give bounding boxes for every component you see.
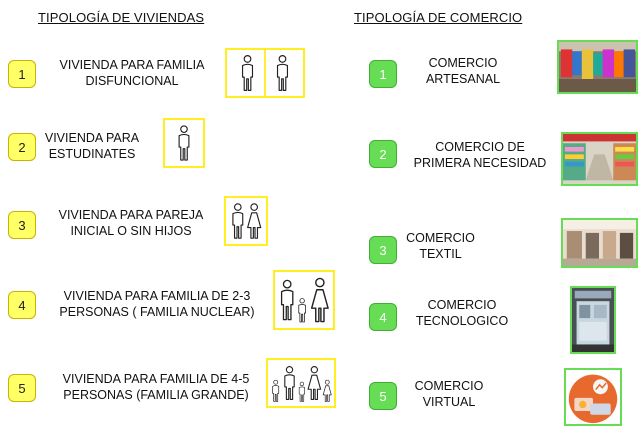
commerce-label-3: COMERCIO TEXTIL bbox=[403, 230, 478, 262]
large-family-icon-box bbox=[266, 358, 336, 408]
housing-label-2-line2: ESTUDINATES bbox=[48, 147, 136, 161]
housing-label-4: VIVIENDA PARA FAMILIA DE 2-3 PERSONAS ( … bbox=[46, 288, 268, 320]
student-icon-box bbox=[163, 118, 205, 168]
housing-label-1: VIVIENDA PARA FAMILIA DISFUNCIONAL bbox=[42, 57, 222, 89]
commerce-label-1: COMERCIO ARTESANAL bbox=[403, 55, 523, 87]
housing-number-3: 3 bbox=[8, 211, 36, 239]
commerce-label-5: COMERCIO VIRTUAL bbox=[414, 378, 484, 410]
housing-number-4: 4 bbox=[8, 291, 36, 319]
couple-icon-box bbox=[224, 196, 268, 246]
housing-number-1: 1 bbox=[8, 60, 36, 88]
commerce-label-4-line2: TECNOLOGICO bbox=[415, 314, 509, 328]
housing-label-4-line1: VIVIENDA PARA FAMILIA DE 2-3 bbox=[63, 289, 251, 303]
commerce-label-3-line1: COMERCIO bbox=[406, 231, 475, 245]
housing-label-5-line2: PERSONAS (FAMILIA GRANDE) bbox=[63, 388, 249, 402]
commerce-label-3-line2: TEXTIL bbox=[419, 247, 462, 261]
artisan-market-photo bbox=[557, 40, 638, 94]
couple-icon bbox=[232, 203, 262, 239]
commerce-label-1-line2: ARTESANAL bbox=[425, 72, 501, 86]
single-parent-icon bbox=[241, 50, 289, 96]
housing-label-5-line1: VIVIENDA PARA FAMILIA DE 4-5 bbox=[62, 372, 250, 386]
commerce-label-5-line1: COMERCIO bbox=[414, 379, 484, 393]
textile-store-photo bbox=[561, 218, 638, 268]
commerce-label-4-line1: COMERCIO bbox=[427, 298, 497, 312]
commerce-label-2-line2: PRIMERA NECESIDAD bbox=[413, 156, 547, 170]
commerce-label-2-line1: COMERCIO DE bbox=[435, 140, 525, 154]
housing-label-3: VIVIENDA PARA PAREJA INICIAL O SIN HIJOS bbox=[46, 207, 216, 239]
housing-label-5: VIVIENDA PARA FAMILIA DE 4-5 PERSONAS (F… bbox=[46, 371, 266, 403]
housing-label-4-line2: PERSONAS ( FAMILIA NUCLEAR) bbox=[59, 305, 255, 319]
commerce-label-5-line2: VIRTUAL bbox=[422, 395, 476, 409]
commerce-number-2: 2 bbox=[369, 140, 397, 168]
housing-label-1-line1: VIVIENDA PARA FAMILIA bbox=[59, 58, 205, 72]
person-icon bbox=[178, 125, 190, 161]
commerce-number-1: 1 bbox=[369, 60, 397, 88]
commerce-label-1-line1: COMERCIO bbox=[428, 56, 498, 70]
grocery-store-photo bbox=[561, 132, 638, 186]
housing-number-5: 5 bbox=[8, 374, 36, 402]
commerce-section-title: TIPOLOGÍA DE COMERCIO bbox=[354, 10, 523, 25]
commerce-label-4: COMERCIO TECNOLOGICO bbox=[409, 297, 515, 329]
family-icon bbox=[280, 277, 329, 323]
nuclear-family-icon-box bbox=[273, 270, 335, 330]
commerce-number-3: 3 bbox=[369, 236, 397, 264]
commerce-label-2: COMERCIO DE PRIMERA NECESIDAD bbox=[404, 139, 556, 171]
housing-label-2: VIVIENDA PARA ESTUDINATES bbox=[42, 130, 142, 162]
large-family-icon bbox=[272, 365, 332, 402]
housing-label-3-line2: INICIAL O SIN HIJOS bbox=[70, 224, 192, 238]
housing-label-2-line1: VIVIENDA PARA bbox=[44, 131, 140, 145]
housing-number-2: 2 bbox=[8, 133, 36, 161]
commerce-number-4: 4 bbox=[369, 303, 397, 331]
commerce-number-5: 5 bbox=[369, 382, 397, 410]
technology-store-photo bbox=[570, 286, 616, 354]
family-dysfunctional-icon-box bbox=[225, 48, 305, 98]
virtual-commerce-illustration bbox=[564, 368, 622, 426]
housing-section-title: TIPOLOGÍA DE VIVIENDAS bbox=[38, 10, 205, 25]
housing-label-3-line1: VIVIENDA PARA PAREJA bbox=[58, 208, 204, 222]
housing-label-1-line2: DISFUNCIONAL bbox=[85, 74, 179, 88]
